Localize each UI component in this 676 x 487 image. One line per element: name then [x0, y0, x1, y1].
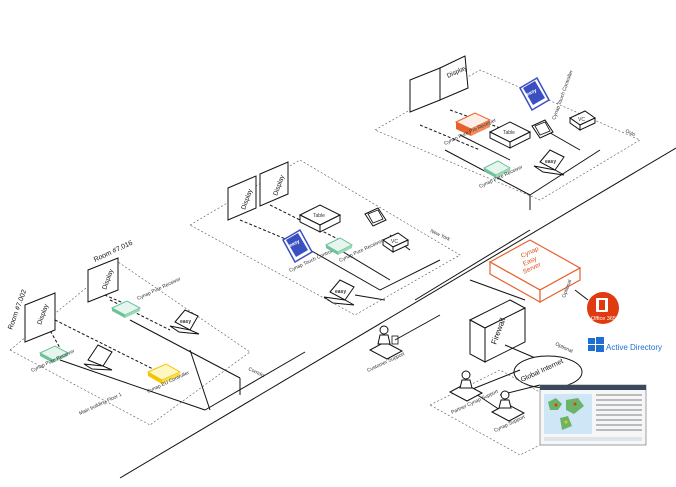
laptop-icon [83, 344, 113, 371]
cynap-touch-controller-icon: easy [518, 76, 551, 112]
new-york-floor [189, 159, 461, 316]
svg-text:easy: easy [545, 159, 556, 165]
vc-box: VC [569, 110, 596, 131]
laptop-icon: easy [533, 149, 565, 176]
city-new-york: New York [429, 228, 451, 243]
svg-text:VC: VC [391, 239, 398, 245]
cynap-eu-controller-icon [146, 363, 182, 384]
city-oslo: Oslo [624, 128, 636, 138]
windows-icon [588, 337, 604, 352]
laptop-icon: easy [169, 309, 200, 335]
easy-label: easy [180, 319, 191, 325]
partner-support-person [448, 370, 484, 402]
room-002-display: Display [24, 292, 56, 343]
main-building-lines [42, 292, 306, 411]
ny-table: Table [298, 204, 342, 233]
ny-display-1: Display [227, 175, 257, 221]
branch-line [414, 229, 531, 301]
main-building-floor [9, 261, 251, 426]
corridor-label: Corridor [247, 366, 266, 379]
cynap-easy-server: Cynap Easy Server [488, 239, 582, 304]
office365-icon: Office 365 [587, 292, 619, 324]
svg-text:VC: VC [578, 117, 585, 123]
cynap-pure-receiver-icon [38, 345, 70, 363]
cynap-pure-receiver-icon [110, 300, 142, 318]
controller-label: Cynap Touch Controller [551, 69, 575, 120]
svg-text:easy: easy [335, 289, 346, 295]
branch-line [469, 279, 526, 301]
cynap-touch-controller-icon: easy [281, 228, 314, 264]
svg-text:Table: Table [313, 213, 325, 219]
svg-text:easy: easy [525, 88, 538, 98]
cynap-pure-receiver-icon [482, 160, 512, 178]
svg-text:Table: Table [503, 130, 515, 136]
oslo-table: Table [488, 121, 532, 149]
svg-text:Office 365: Office 365 [591, 316, 616, 322]
dashboard-screenshot [539, 384, 647, 446]
ny-display-2: Display [259, 161, 289, 207]
oslo-display: Display [409, 55, 469, 113]
optional-label: Optional [554, 341, 573, 354]
laptop-icon: easy [323, 279, 355, 306]
cynap-pure-pro-icon [454, 112, 492, 136]
camera-icon [364, 207, 387, 227]
svg-text:easy: easy [288, 239, 301, 249]
room-016-display: Display [87, 257, 119, 303]
camera-icon [531, 119, 554, 139]
floor-label: Main building Floor 1 [78, 392, 123, 417]
vc-box: VC [382, 232, 409, 253]
firewall: Firewall [468, 299, 527, 363]
active-directory-label: Active Directory [606, 343, 662, 352]
receiver-label: Cynap Pure Receiver [136, 276, 182, 302]
o365-link [574, 289, 589, 301]
cynap-pure-receiver-icon [324, 237, 354, 255]
backbone-line [119, 147, 676, 479]
cynap-support-person [490, 390, 526, 422]
